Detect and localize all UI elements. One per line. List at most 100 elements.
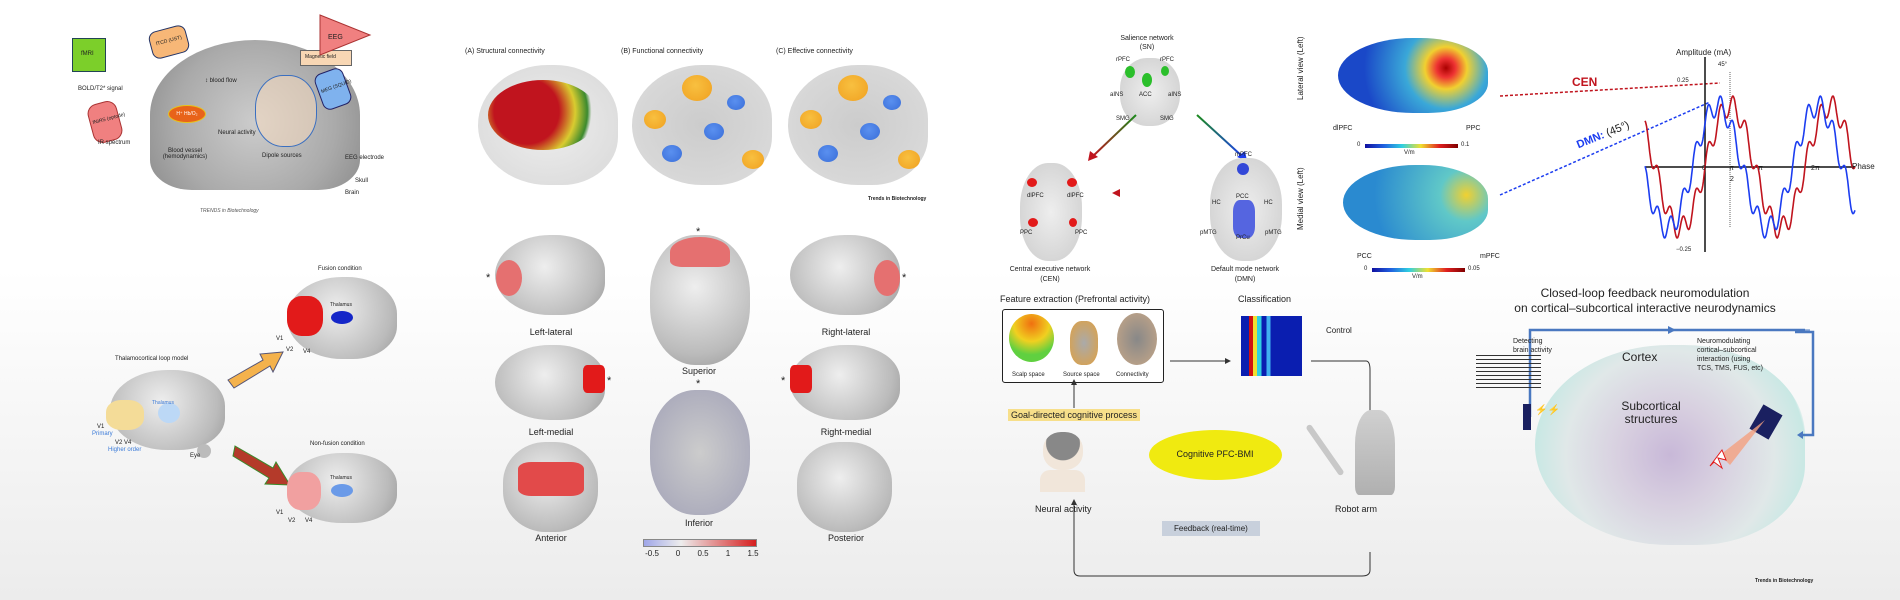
higher-order-label: Higher order: [108, 447, 142, 453]
asterisk: *: [696, 378, 701, 390]
dmn-region-label: mPFC: [1235, 152, 1252, 158]
meg-label: MEG (SQUID): [320, 78, 353, 95]
dmn-abbr: (DMN): [1234, 276, 1256, 283]
connectivity-map: [1117, 313, 1157, 365]
detector-device: [1523, 404, 1531, 430]
neuromod-line: cortical–subcortical: [1697, 347, 1757, 354]
dmn-region: [1233, 200, 1255, 238]
medial-efield-brain: [1343, 165, 1488, 240]
blood-vessel-label: Blood vessel (hemodynamics): [162, 148, 208, 160]
cen-label: CEN: [1572, 75, 1598, 89]
tacs-waveform-plot: [1644, 57, 1856, 252]
left-medial-red: [583, 365, 605, 393]
credit-label: TRENDS in Biotechnology: [200, 208, 259, 214]
view-label-right-medial: Right-medial: [820, 427, 872, 437]
feedback-loop-right: [1795, 330, 1815, 439]
fmri-cube: fMRI: [72, 38, 106, 72]
fusion-title: Fusion condition: [318, 266, 362, 272]
network-node: [727, 95, 745, 111]
detecting-label: Detecting brain activity: [1513, 337, 1552, 355]
asterisk: *: [902, 272, 907, 284]
network-node: [682, 75, 712, 101]
network-node: [800, 110, 822, 129]
tractography-fibers: [488, 80, 598, 150]
asterisk: *: [607, 375, 612, 387]
right-medial-red: [790, 365, 812, 393]
dmn-region-label: HC: [1264, 200, 1273, 206]
primary-label: Primary: [92, 431, 113, 437]
view-label-left-lateral: Left-lateral: [529, 327, 573, 337]
network-node: [898, 150, 920, 169]
ftcd-label: fTCD (UST): [155, 34, 183, 48]
eeg-cap-person: [1043, 432, 1083, 470]
neuromod-line: Neuromodulating: [1697, 338, 1751, 345]
view-label-anterior: Anterior: [535, 533, 567, 543]
neuromod-line: interaction (using: [1697, 356, 1751, 363]
closed-loop-subtitle: on cortical–subcortical interactive neur…: [1514, 301, 1776, 315]
inferior-brain: [650, 390, 750, 515]
bmi-flow-arrows: [1071, 358, 1373, 577]
v2-v4-label: V2 V4: [115, 440, 132, 446]
pfc-bmi-ellipse: [1149, 430, 1282, 480]
credit-label: Trends in Biotechnology: [868, 196, 927, 202]
lightning-icon: ⚡⚡: [1535, 405, 1560, 416]
cbar-min: 0: [1364, 266, 1368, 272]
cen-region-label: dlPFC: [1067, 193, 1084, 199]
detecting-line: Detecting: [1513, 338, 1543, 345]
network-node: [742, 150, 764, 169]
sn-title: Salience network: [1120, 35, 1174, 42]
connectivity-label: Connectivity: [1116, 372, 1149, 378]
sn-region: [1142, 73, 1152, 87]
control-label: Control: [1326, 326, 1352, 335]
cbar-min: 0: [1357, 142, 1361, 148]
dmn-region: [1237, 163, 1249, 175]
sn-region-label: SMG: [1160, 116, 1174, 122]
eeg-electrode-label: EEG electrode: [345, 155, 385, 161]
eeg-label: EEG: [328, 34, 343, 41]
neural-activity-label: Neural activity: [1035, 504, 1092, 514]
scalp-map: [1009, 314, 1054, 362]
cen-region-label: PPC: [1075, 230, 1088, 236]
skull-label: Skull: [355, 178, 369, 184]
cen-region-label: dlPFC: [1027, 193, 1044, 199]
network-node: [860, 123, 880, 140]
subcortical-line: structures: [1624, 412, 1678, 426]
unit-label: V/m: [1412, 274, 1423, 280]
fusion-arrow: [227, 351, 284, 389]
person-shoulders: [1040, 470, 1085, 492]
neuromod-line: TCS, TMS, FUS, etc): [1697, 365, 1763, 372]
feedback-label: Feedback (real-time): [1162, 521, 1260, 536]
fnirs-cylinder: fNIRS (optode): [85, 98, 126, 146]
unit-label: V/m: [1404, 150, 1415, 156]
colorbar-tick: 0: [675, 549, 681, 558]
dmn-region-label: PrCu: [1236, 235, 1250, 241]
fusion-visual-cortex: [287, 296, 323, 336]
fmri-label: fMRI: [81, 51, 94, 57]
eye-ball: [197, 444, 211, 458]
x-tick: π: [1758, 165, 1763, 172]
dlpfc-label: dlPFC: [1333, 125, 1353, 132]
dmn-waveform: [1644, 95, 1856, 239]
dipole-sources-label: Dipole sources: [262, 153, 302, 159]
hb-label: H⁺ Hb/O₂: [176, 111, 198, 117]
network-node: [644, 110, 666, 129]
cen-region: [1069, 218, 1077, 227]
network-node: [838, 75, 868, 101]
lateral-colorbar: [1365, 144, 1458, 148]
view-label-posterior: Posterior: [827, 533, 865, 543]
dmn-region-label: pMTG: [1200, 230, 1217, 236]
dmn-region-label: pMTG: [1265, 230, 1282, 236]
magnetic-field-label: Magnetic field: [305, 54, 336, 60]
eeg-triangle: EEG: [319, 14, 372, 56]
network-node: [662, 145, 682, 162]
projection-lines: [1499, 82, 1721, 196]
sn-region-label: aINS: [1168, 92, 1182, 98]
subcortical-label: Subcortical structures: [1621, 400, 1680, 426]
cbar-max: 0.05: [1468, 266, 1480, 272]
v4-label: V4: [303, 349, 311, 355]
nonfusion-visual-cortex: [287, 472, 321, 510]
robot-arm-mannequin: [1355, 410, 1395, 495]
y-axis-label: Amplitude (mA): [1676, 48, 1732, 57]
posterior-brain: [797, 442, 892, 532]
sn-region-label: ACC: [1139, 92, 1152, 98]
